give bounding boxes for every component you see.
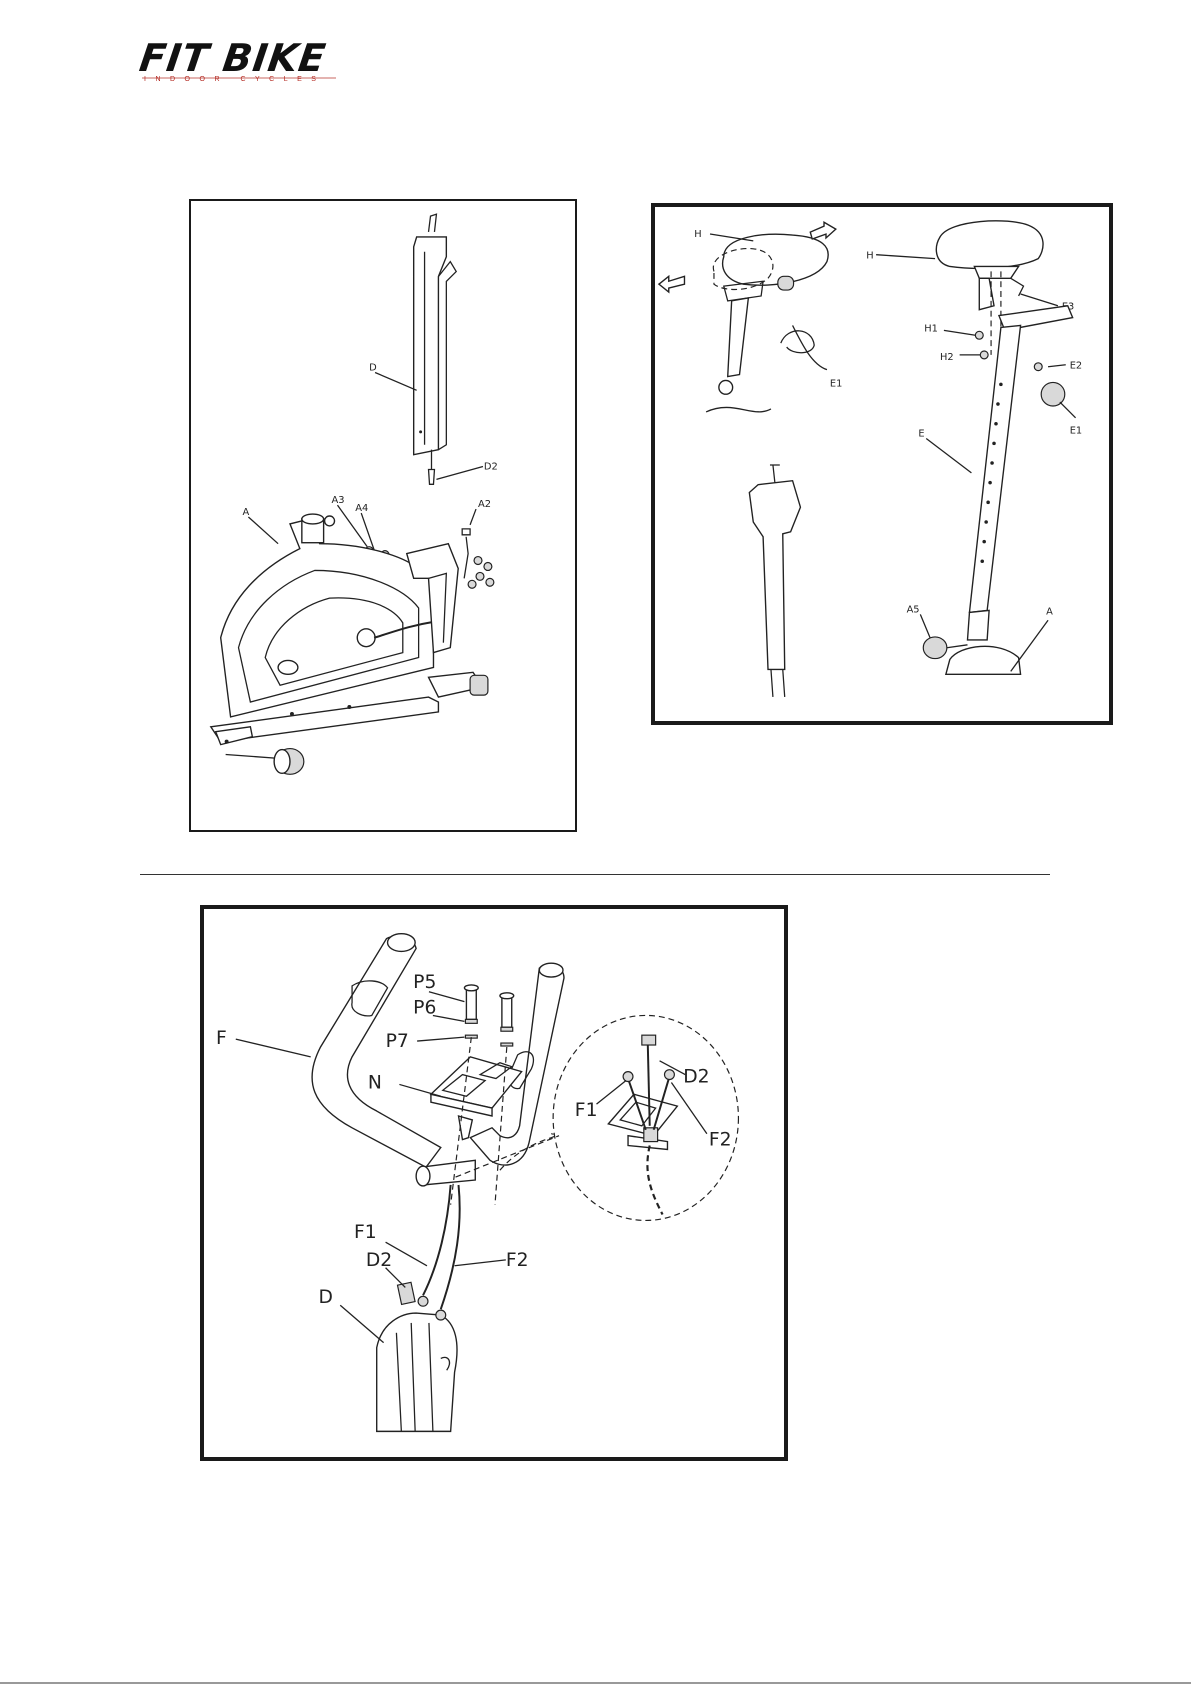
label-d: D bbox=[369, 363, 377, 374]
mount-plate-n-drawing bbox=[431, 1057, 522, 1140]
label-a3: A3 bbox=[332, 495, 345, 506]
label-e2: E2 bbox=[1070, 361, 1082, 372]
saddle-left-drawing bbox=[706, 234, 828, 412]
section-divider bbox=[140, 874, 1050, 875]
label-e1-right: E1 bbox=[1070, 426, 1082, 437]
label-e: E bbox=[918, 428, 924, 439]
label-h-right: H bbox=[866, 251, 873, 262]
upright-d-lower-drawing bbox=[377, 1282, 457, 1431]
label-a-fig2: A bbox=[1046, 606, 1053, 617]
logo-tagline: INDOOR CYCLES bbox=[144, 76, 325, 83]
label-a2: A2 bbox=[478, 499, 491, 510]
figure-seat-post-assembly: H E1 H E3 H1 H2 bbox=[651, 203, 1113, 725]
label-d2-detail: D2 bbox=[683, 1066, 709, 1087]
label-p5: P5 bbox=[413, 972, 436, 993]
detail-plate-drawing bbox=[608, 1035, 677, 1214]
label-p7: P7 bbox=[386, 1031, 409, 1052]
figure-1-drawing: D D2 A2 A3 A4 bbox=[191, 201, 575, 830]
figure-handlebar-assembly: F N P5 P6 P7 bbox=[200, 905, 788, 1461]
label-f: F bbox=[216, 1028, 227, 1049]
label-d: D bbox=[319, 1287, 333, 1308]
label-h2: H2 bbox=[940, 352, 954, 363]
label-h-left: H bbox=[694, 229, 701, 240]
label-a: A bbox=[242, 507, 249, 518]
label-d2-main: D2 bbox=[366, 1250, 392, 1271]
frame-top-left-drawing bbox=[749, 465, 800, 697]
label-p6: P6 bbox=[413, 997, 436, 1018]
bolts-p5-p6-p7-drawing bbox=[464, 985, 513, 1046]
upright-post-d-drawing bbox=[414, 214, 457, 484]
figure-3-drawing: F N P5 P6 P7 bbox=[204, 909, 784, 1457]
label-n: N bbox=[368, 1072, 382, 1093]
label-h1: H1 bbox=[924, 323, 938, 334]
figure-upright-post-assembly: D D2 A2 A3 A4 bbox=[189, 199, 577, 832]
label-a4: A4 bbox=[355, 503, 368, 514]
label-f2-main: F2 bbox=[506, 1250, 529, 1271]
label-d2: D2 bbox=[484, 461, 498, 472]
main-frame-a-drawing bbox=[211, 514, 488, 774]
label-f2-detail: F2 bbox=[709, 1130, 732, 1151]
label-e1-left: E1 bbox=[830, 378, 842, 389]
label-a5: A5 bbox=[907, 604, 920, 615]
figure-2-drawing: H E1 H E3 H1 H2 bbox=[655, 207, 1109, 721]
label-f1-detail: F1 bbox=[575, 1100, 598, 1121]
saddle-right-drawing bbox=[936, 221, 1043, 359]
logo-text: FIT BIKE bbox=[137, 36, 329, 80]
fit-bike-logo: FIT BIKE INDOOR CYCLES bbox=[140, 36, 340, 86]
label-f1-main: F1 bbox=[354, 1222, 377, 1243]
page-bottom-rule bbox=[0, 1682, 1191, 1684]
